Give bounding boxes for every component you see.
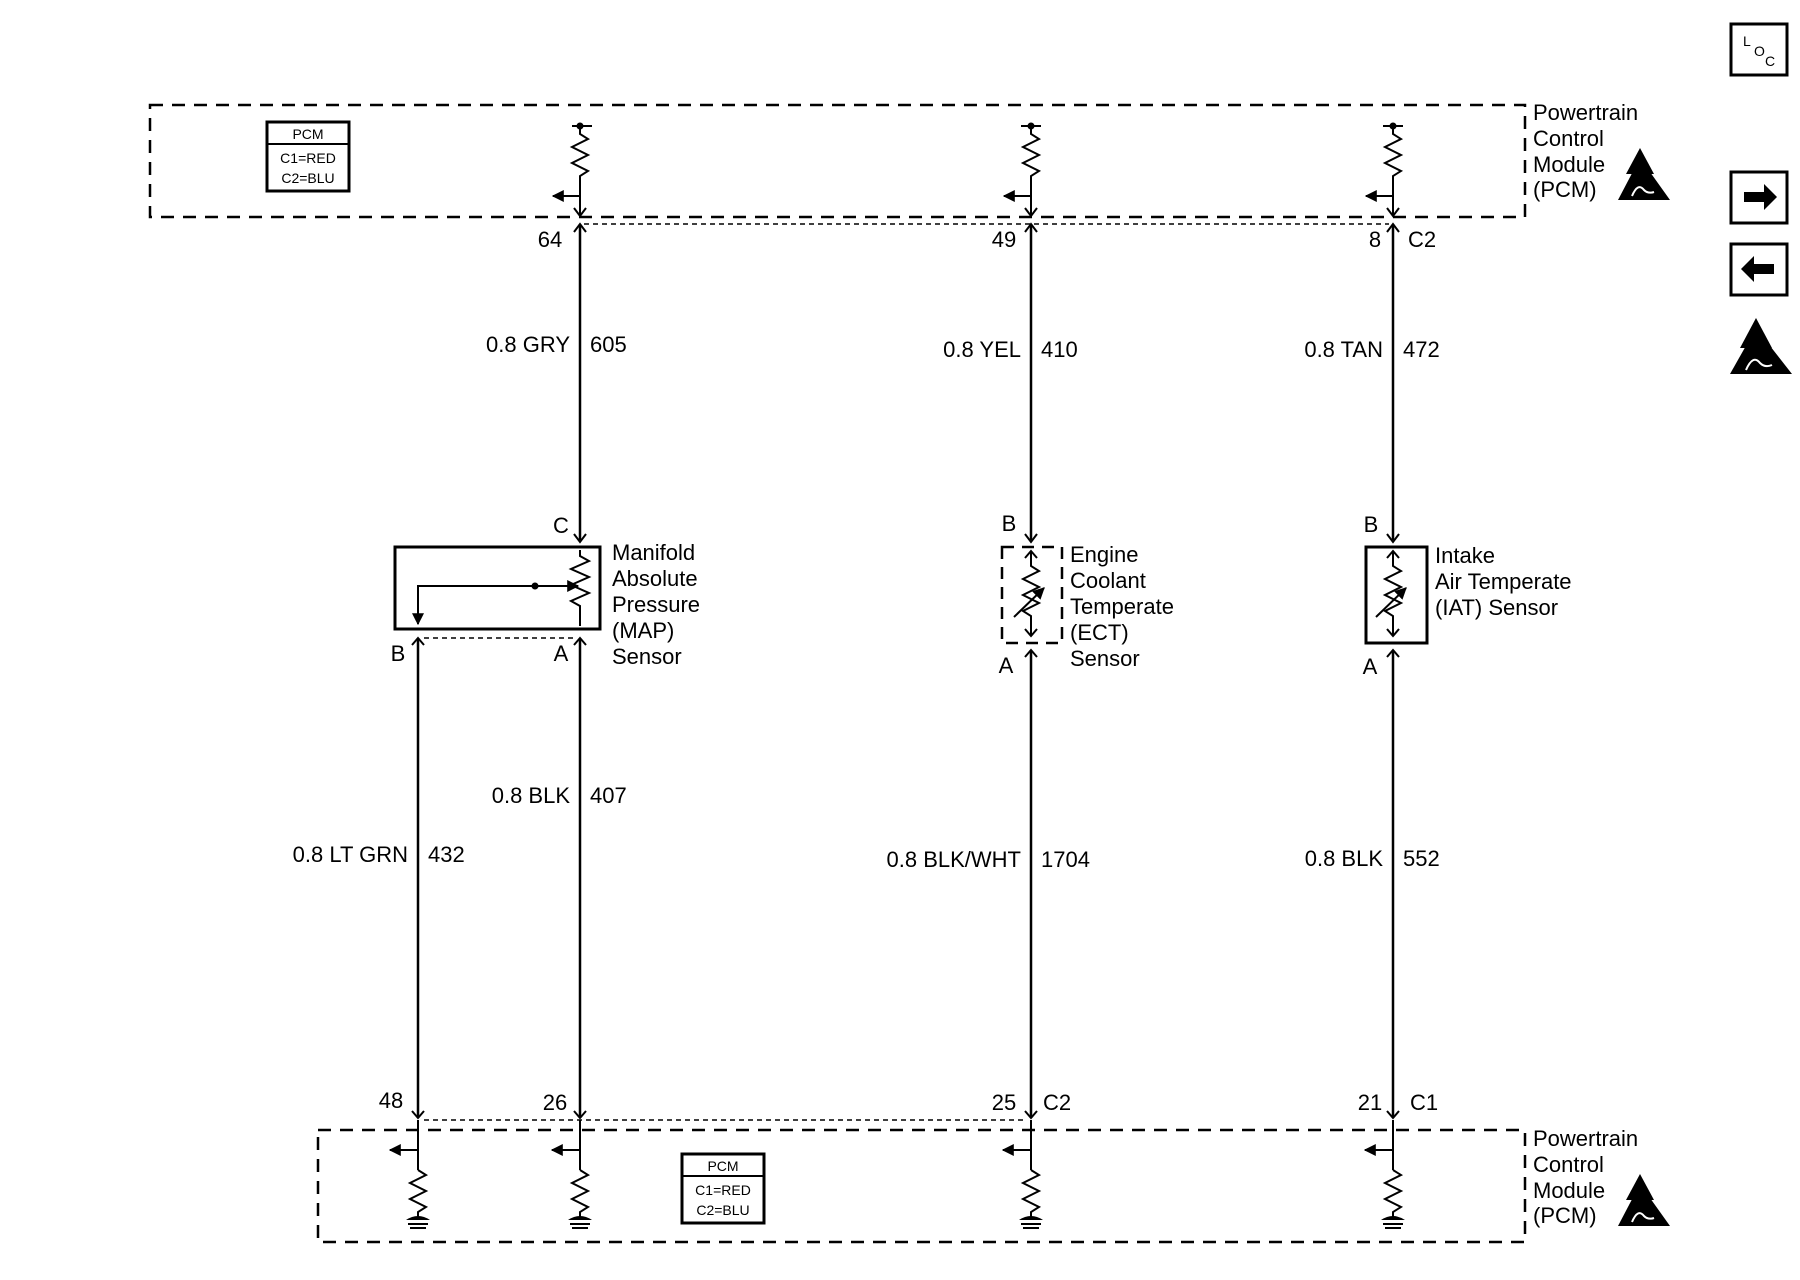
- loc-letter-l: L: [1743, 33, 1751, 49]
- iat-pin-a: A: [1363, 654, 1378, 679]
- wire-472-circuit: 472: [1403, 337, 1440, 362]
- connector-c2-top: C2: [1408, 227, 1436, 252]
- wire-552: [1386, 648, 1400, 1120]
- loc-letter-o: O: [1754, 43, 1765, 59]
- pcm-connector-legend-top: PCM C1=RED C2=BLU: [265, 120, 351, 193]
- map-label-5: Sensor: [612, 644, 682, 669]
- iat-label-3: (IAT) Sensor: [1435, 595, 1558, 620]
- pcm-legend-c1-bottom: C1=RED: [695, 1182, 751, 1198]
- wire-432: [411, 636, 425, 1120]
- ect-pin-b: B: [1002, 511, 1017, 536]
- pcm-label-line1: Powertrain: [1533, 100, 1638, 125]
- pcm-legend-c2: C2=BLU: [281, 170, 334, 186]
- pcm-label-line2: Control: [1533, 126, 1604, 151]
- pcm-label-line3: Module: [1533, 152, 1605, 177]
- iat-sensor: [1364, 545, 1429, 645]
- pcm-top-module: PCM C1=RED C2=BLU Powertrain Control Mod…: [148, 100, 1670, 219]
- ect-label-1: Engine: [1070, 542, 1139, 567]
- pcm-pulldown-407: [550, 1120, 592, 1229]
- pin-8: 8: [1369, 227, 1381, 252]
- pcm-legend-c1: C1=RED: [280, 150, 336, 166]
- wire-552-circuit: 552: [1403, 846, 1440, 871]
- pcm-label-bottom-line3: Module: [1533, 1178, 1605, 1203]
- esd-warning-icon: [1730, 318, 1792, 374]
- esd-warning-icon: [1618, 148, 1670, 200]
- map-label-2: Absolute: [612, 566, 698, 591]
- pcm-pullup-map: [551, 122, 592, 218]
- pcm-pulldown-1704: [1001, 1120, 1043, 1229]
- wire-1704: [1024, 648, 1038, 1120]
- map-label-3: Pressure: [612, 592, 700, 617]
- pcm-pulldown-552: [1363, 1120, 1405, 1229]
- pcm-legend-title-bottom: PCM: [707, 1158, 738, 1174]
- wire-407-color: 0.8 BLK: [492, 783, 571, 808]
- pcm-legend-c2-bottom: C2=BLU: [696, 1202, 749, 1218]
- left-arrow-icon[interactable]: [1729, 242, 1789, 297]
- wire-407: [573, 636, 587, 1120]
- connector-c1-bottom: C1: [1410, 1090, 1438, 1115]
- wire-605-color: 0.8 GRY: [486, 332, 570, 357]
- pin-25: 25: [992, 1090, 1016, 1115]
- esd-warning-icon: [1618, 1174, 1670, 1226]
- wire-410: [1024, 222, 1038, 544]
- pcm-connector-legend-bottom: PCM C1=RED C2=BLU: [680, 1152, 766, 1225]
- ect-label-5: Sensor: [1070, 646, 1140, 671]
- map-pin-a: A: [554, 641, 569, 666]
- iat-pin-b: B: [1364, 512, 1379, 537]
- pin-49: 49: [992, 227, 1016, 252]
- map-label-1: Manifold: [612, 540, 695, 565]
- pcm-label-bottom-line1: Powertrain: [1533, 1126, 1638, 1151]
- wire-410-circuit: 410: [1041, 337, 1078, 362]
- pin-26: 26: [543, 1090, 567, 1115]
- wire-552-color: 0.8 BLK: [1305, 846, 1384, 871]
- wire-410-color: 0.8 YEL: [943, 337, 1021, 362]
- wire-472: [1386, 222, 1400, 544]
- pcm-label-bottom-line4: (PCM): [1533, 1203, 1597, 1228]
- connector-c2-bottom: C2: [1043, 1090, 1071, 1115]
- wire-432-circuit: 432: [428, 842, 465, 867]
- ect-pin-a: A: [999, 653, 1014, 678]
- map-pin-c: C: [553, 513, 569, 538]
- right-arrow-icon[interactable]: [1729, 170, 1789, 225]
- pcm-pullup-ect: [1002, 122, 1042, 218]
- pcm-label-line4: (PCM): [1533, 177, 1597, 202]
- loc-letter-c: C: [1765, 53, 1775, 69]
- wire-605-circuit: 605: [590, 332, 627, 357]
- iat-label-2: Air Temperate: [1435, 569, 1572, 594]
- pin-48: 48: [379, 1088, 403, 1113]
- wire-432-color: 0.8 LT GRN: [293, 842, 408, 867]
- pcm-pulldown-432: [388, 1120, 430, 1229]
- iat-label-1: Intake: [1435, 543, 1495, 568]
- ect-label-2: Coolant: [1070, 568, 1146, 593]
- ect-label-4: (ECT): [1070, 620, 1129, 645]
- wire-1704-circuit: 1704: [1041, 847, 1090, 872]
- ect-label-3: Temperate: [1070, 594, 1174, 619]
- wire-1704-color: 0.8 BLK/WHT: [887, 847, 1021, 872]
- map-sensor: [393, 545, 602, 631]
- pcm-label-bottom-line2: Control: [1533, 1152, 1604, 1177]
- loc-button[interactable]: L O C: [1729, 22, 1789, 77]
- wire-407-circuit: 407: [590, 783, 627, 808]
- wire-605: [573, 222, 587, 544]
- wire-472-color: 0.8 TAN: [1304, 337, 1383, 362]
- pin-64: 64: [538, 227, 562, 252]
- pcm-legend-title: PCM: [292, 126, 323, 142]
- pin-21: 21: [1358, 1090, 1382, 1115]
- map-pin-b: B: [391, 641, 406, 666]
- ect-sensor: [1000, 545, 1064, 645]
- map-label-4: (MAP): [612, 618, 674, 643]
- pcm-pullup-iat: [1364, 122, 1404, 218]
- pcm-bottom-module: PCM C1=RED C2=BLU Powertrain Control Mod…: [316, 1126, 1670, 1244]
